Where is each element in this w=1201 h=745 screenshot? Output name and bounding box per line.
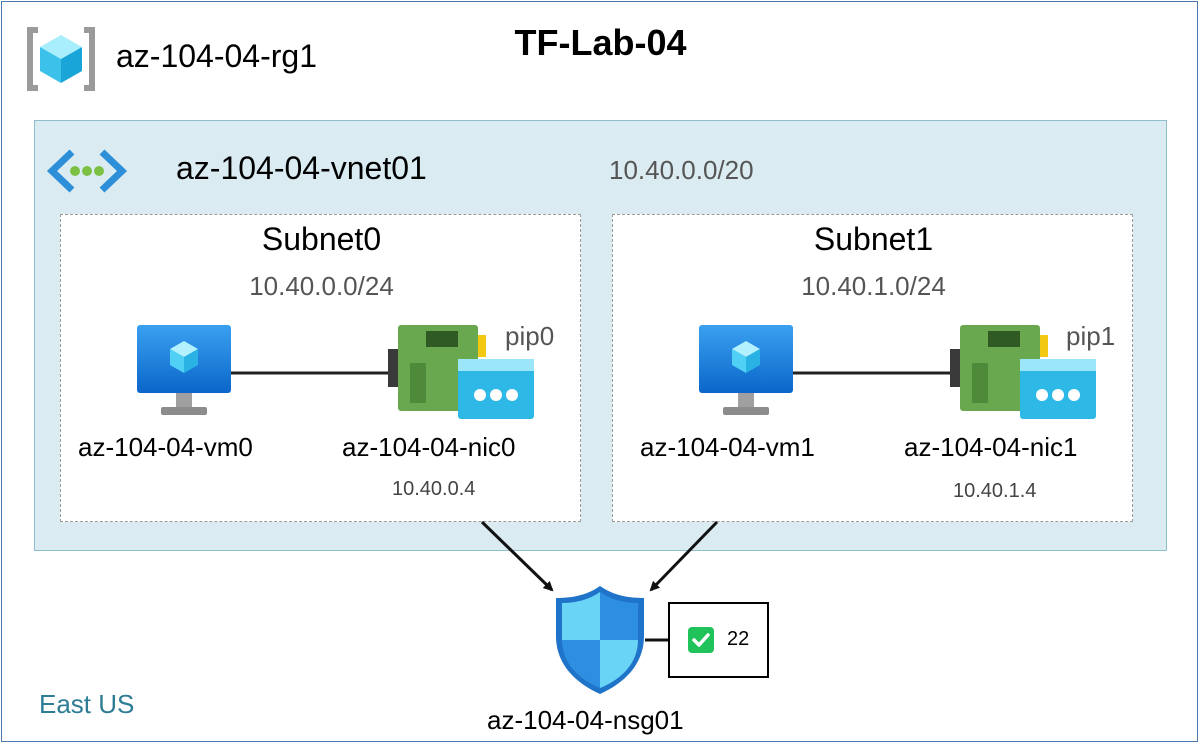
subnet-1-cidr: 10.40.1.0/24 [801, 271, 946, 301]
network-interface-icon [388, 325, 534, 419]
subnet-0-label: Subnet0 [261, 221, 382, 257]
vnet-address-space: 10.40.0.0/20 [609, 155, 754, 185]
subnet-0-pip-label: pip0 [505, 321, 555, 351]
subnet-0-nic-ip: 10.40.0.4 [392, 478, 476, 500]
diagram-title: TF-Lab-04 [514, 22, 687, 63]
subnet-1-nic-ip: 10.40.1.4 [953, 480, 1037, 502]
subnet-1-nic-label: az-104-04-nic1 [904, 432, 1078, 462]
virtual-machine-icon [699, 325, 793, 415]
resource-group-icon [27, 27, 95, 91]
nsg-label: az-104-04-nsg01 [487, 705, 684, 735]
subnet-1-pip-label: pip1 [1066, 321, 1116, 351]
subnet-0-cidr: 10.40.0.0/24 [249, 271, 394, 301]
resource-group-label: az-104-04-rg1 [116, 38, 317, 74]
virtual-machine-icon [137, 325, 231, 415]
subnet-0-nic-label: az-104-04-nic0 [342, 432, 516, 462]
nsg-rule-box [668, 602, 769, 678]
subnet-1-vm-label: az-104-04-vm1 [640, 432, 815, 462]
vnet-icon [46, 149, 128, 193]
nsg-rule-port: 22 [727, 628, 750, 650]
check-icon [688, 627, 714, 653]
network-interface-icon [950, 325, 1096, 419]
vnet-label: az-104-04-vnet01 [176, 150, 427, 186]
region-label: East US [39, 689, 135, 719]
nsg-shield-icon [556, 586, 644, 694]
subnet-0-vm-label: az-104-04-vm0 [78, 432, 253, 462]
subnet-1-label: Subnet1 [813, 221, 934, 257]
